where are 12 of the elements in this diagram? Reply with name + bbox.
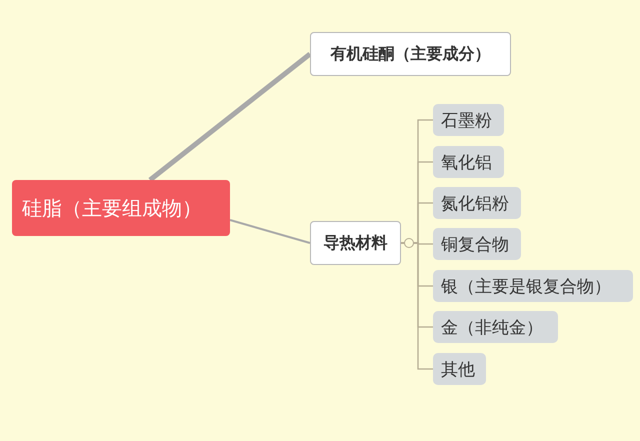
connector-line [230,219,310,244]
topic-box: 导热材料 [310,221,401,265]
subtopic-box: 石墨粉 [433,104,504,136]
topic-box: 有机硅酮（主要成分） [310,32,511,76]
subtopic-box: 氮化铝粉 [433,187,521,219]
subtopic-box: 银（主要是银复合物） [433,270,633,302]
subtopic-box: 铜复合物 [433,228,521,260]
subtopic-box: 氧化铝 [433,146,504,178]
subtopic-box: 其他 [433,353,486,385]
subtopic-box: 金（非纯金） [433,311,558,343]
connector-line [148,52,312,182]
root-topic-box: 硅脂（主要组成物） [12,180,230,236]
